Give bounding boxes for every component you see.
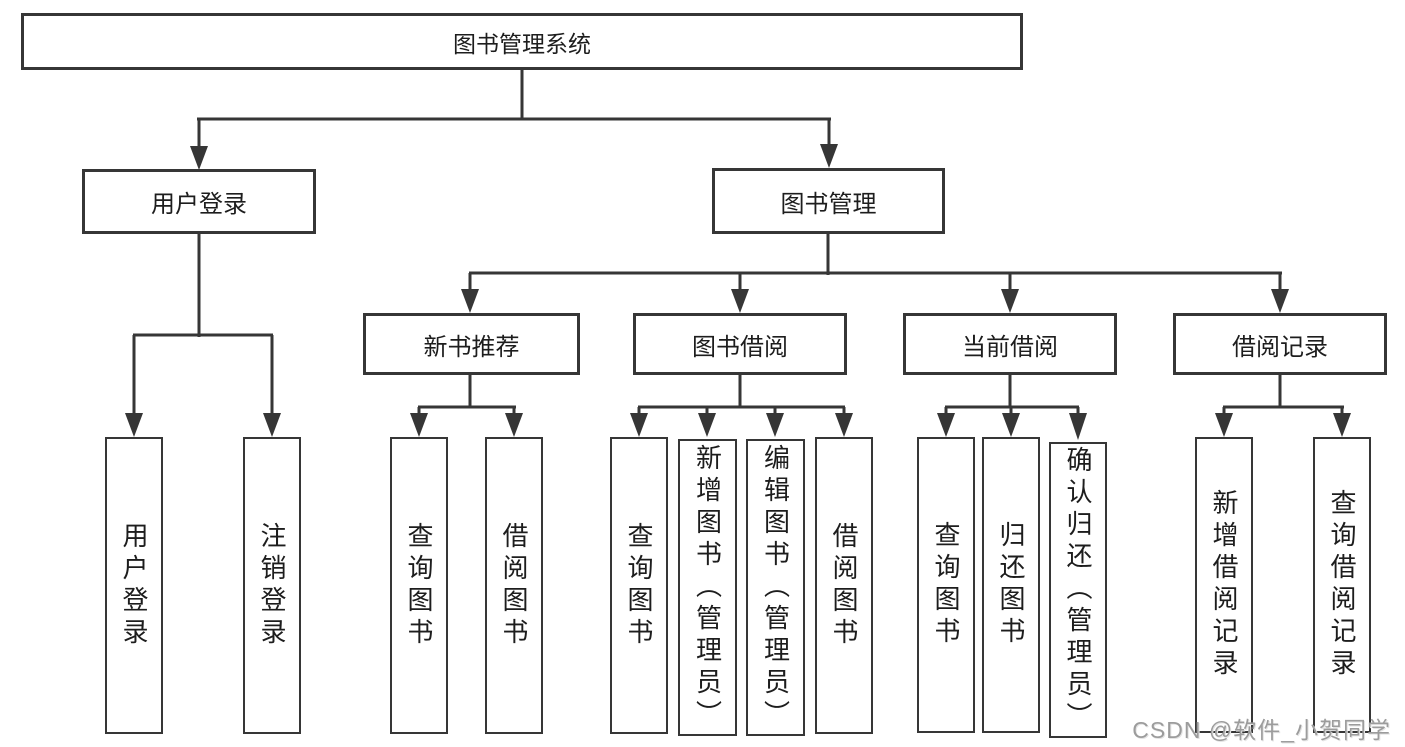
connector-book-mgmt-to-level3 <box>461 233 1289 313</box>
leaf-borrow-book-2-label: 借阅图书 <box>829 521 859 650</box>
leaf-borrow-book-2: 借阅图书 <box>815 437 873 734</box>
leaf-borrow-book-1: 借阅图书 <box>485 437 543 734</box>
node-book-borrow-label: 图书借阅 <box>692 333 788 361</box>
leaf-add-borrow-record: 新增借阅记录 <box>1195 437 1253 733</box>
connector-current-borrow-to-leaves <box>937 375 1087 440</box>
node-borrow-records: 借阅记录 <box>1173 313 1387 375</box>
leaf-add-book: 新增图书（管理员） <box>678 439 737 736</box>
leaf-query-borrow-record: 查询借阅记录 <box>1313 437 1371 733</box>
connector-new-book-rec-to-leaves <box>410 375 523 437</box>
connector-borrow-records-to-leaves <box>1215 375 1351 437</box>
node-user-login-label: 用户登录 <box>151 191 247 218</box>
leaf-logout-label: 注销登录 <box>257 521 287 650</box>
leaf-query-book-1: 查询图书 <box>390 437 448 734</box>
leaf-logout: 注销登录 <box>243 437 301 734</box>
leaf-user-login: 用户登录 <box>105 437 163 734</box>
node-current-borrow-label: 当前借阅 <box>962 333 1058 361</box>
leaf-edit-book-label: 编辑图书（管理员） <box>760 443 791 732</box>
watermark: CSDN @软件_小贺同学 <box>1132 717 1391 743</box>
node-user-login: 用户登录 <box>82 169 316 234</box>
leaf-query-book-2: 查询图书 <box>610 437 668 734</box>
leaf-query-borrow-record-label: 查询借阅记录 <box>1327 489 1357 681</box>
connector-user-login-to-leaves <box>125 234 281 437</box>
node-root-label: 图书管理系统 <box>453 30 591 57</box>
connector-root-to-level2 <box>190 69 838 170</box>
leaf-query-book-2-label: 查询图书 <box>624 521 654 650</box>
leaf-query-book-1-label: 查询图书 <box>404 521 434 650</box>
leaf-add-book-label: 新增图书（管理员） <box>692 443 723 732</box>
node-book-mgmt: 图书管理 <box>712 168 945 234</box>
leaf-borrow-book-1-label: 借阅图书 <box>499 521 529 650</box>
node-book-mgmt-label: 图书管理 <box>780 190 877 218</box>
leaf-return-book: 归还图书 <box>982 437 1040 733</box>
leaf-return-book-label: 归还图书 <box>996 521 1026 649</box>
leaf-query-book-3-label: 查询图书 <box>931 521 961 649</box>
leaf-edit-book: 编辑图书（管理员） <box>746 439 805 736</box>
leaf-confirm-return-label: 确认归还（管理员） <box>1063 446 1093 734</box>
leaf-confirm-return: 确认归还（管理员） <box>1049 442 1107 738</box>
node-book-borrow: 图书借阅 <box>633 313 847 375</box>
node-current-borrow: 当前借阅 <box>903 313 1117 375</box>
leaf-add-borrow-record-label: 新增借阅记录 <box>1209 489 1239 681</box>
node-new-book-rec-label: 新书推荐 <box>423 333 520 361</box>
leaf-user-login-label: 用户登录 <box>119 521 149 650</box>
leaf-query-book-3: 查询图书 <box>917 437 975 733</box>
connector-book-borrow-to-leaves <box>630 375 853 437</box>
node-borrow-records-label: 借阅记录 <box>1232 333 1328 361</box>
node-root-system: 图书管理系统 <box>21 13 1023 70</box>
node-new-book-rec: 新书推荐 <box>363 313 580 375</box>
